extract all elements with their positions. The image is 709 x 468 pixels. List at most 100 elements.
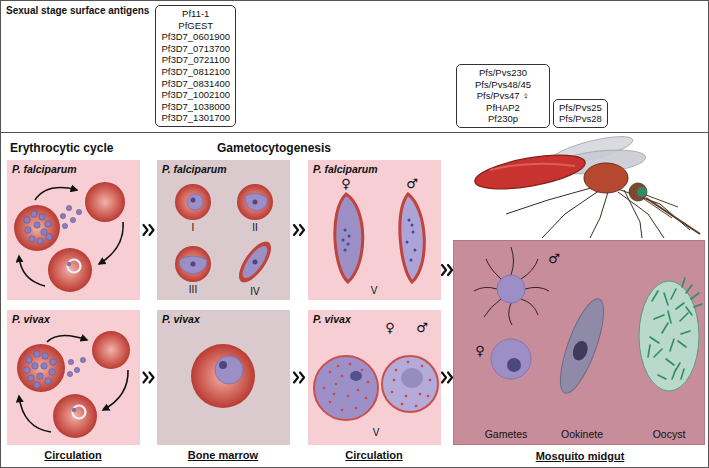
section-divider xyxy=(0,132,709,133)
falciparum-gametocyte-stages-art-part xyxy=(237,184,273,220)
falciparum-erythrocytic-art-part-part xyxy=(41,229,47,235)
mosquito-midgut-art-part-part xyxy=(484,299,501,317)
stage-label: Gametes xyxy=(485,428,528,441)
vivax-stage-v-gametocytes-art-part-part xyxy=(429,379,432,382)
falciparum-erythrocytic-art-part-part xyxy=(29,236,35,242)
vivax-stage-v-gametocytes-art-part-part xyxy=(341,375,344,378)
section-label: Circulation xyxy=(44,449,101,461)
vivax-stage-v-gametocytes-art-part-part xyxy=(329,371,332,374)
falciparum-erythrocytic-art-part-part xyxy=(19,256,45,286)
vivax-erythrocytic-art-part-part xyxy=(28,375,34,381)
antigen-name: Pf11-1 xyxy=(161,8,230,20)
species-label: P. vivax xyxy=(313,313,351,325)
mosquito-drawing-part-part xyxy=(506,186,598,214)
vivax-erythrocytic-art-part-part xyxy=(19,396,51,432)
falciparum-stage-v-gametocytes-art-part-part xyxy=(342,239,345,242)
antigen-name: Pf3D7_1002100 xyxy=(161,89,230,101)
mosquito-drawing-part xyxy=(644,199,672,218)
sex-symbol: ♂ xyxy=(406,176,418,191)
double-chevron-arrow xyxy=(294,373,304,383)
falciparum-erythrocytic-art-part-part xyxy=(66,205,71,210)
vivax-stage-v-gametocytes-art-part-part xyxy=(395,369,398,372)
vivax-erythrocytic-art-part-part xyxy=(34,382,40,388)
stage-number: I xyxy=(192,222,195,234)
vivax-stage-v-gametocytes-art-part xyxy=(382,356,438,412)
stage-panel: P. falciparum♀♂V xyxy=(308,160,441,300)
falciparum-erythrocytic-art-part-part xyxy=(35,188,77,200)
mosquito-midgut-art xyxy=(454,241,706,446)
sex-symbol: ♀ xyxy=(341,176,351,191)
stage-number: II xyxy=(252,222,258,234)
mosquito-drawing-part xyxy=(490,164,575,170)
vivax-erythrocytic-art-part-part xyxy=(32,363,38,369)
stage-panel: P. vivax♀♂V xyxy=(308,310,441,445)
falciparum-erythrocytic-art-part-part xyxy=(24,217,30,223)
falciparum-erythrocytic-art-part xyxy=(68,260,81,273)
antigen-name: Pf230p xyxy=(462,113,544,125)
vivax-stage-v-gametocytes-art-part-part xyxy=(405,395,408,398)
vivax-stage-v-gametocytes-art-part-part xyxy=(421,365,424,368)
vivax-erythrocytic-art-part xyxy=(53,394,97,438)
vivax-erythrocytic-art-part-part xyxy=(74,367,79,372)
vivax-erythrocytic-art-part-part xyxy=(41,363,47,369)
bone-marrow-art-part xyxy=(191,344,255,408)
vivax-stage-v-gametocytes-art-part-part xyxy=(393,379,396,382)
vivax-erythrocytic-art-part xyxy=(92,331,130,369)
species-label: P. falciparum xyxy=(162,163,227,175)
vivax-stage-v-gametocytes-art-part-part xyxy=(337,365,340,368)
bone-marrow-art-part xyxy=(219,361,227,369)
antigen-name: Pf3D7_0831400 xyxy=(161,78,230,90)
antigen-list-box: Pf11-1PfGESTPf3D7_0601900Pf3D7_0713700Pf… xyxy=(155,5,236,127)
falciparum-erythrocytic-art-part-part xyxy=(62,223,67,228)
mosquito-midgut-art-part xyxy=(497,275,525,303)
double-chevron-arrow xyxy=(294,225,304,235)
double-chevron-arrow xyxy=(144,373,154,383)
vivax-stage-v-gametocytes-art-part-part xyxy=(365,397,368,400)
vivax-erythrocytic-art-part xyxy=(19,335,128,432)
bone-marrow-art xyxy=(157,310,290,445)
antigen-name: Pfs/Pvs230 xyxy=(462,67,544,79)
mosquito-drawing-part xyxy=(629,183,647,201)
falciparum-erythrocytic-art-part xyxy=(19,188,123,286)
species-label: P. falciparum xyxy=(12,163,77,175)
mosquito-midgut-art-part-part xyxy=(511,247,514,275)
mosquito-midgut-art-part-part xyxy=(525,287,549,291)
mosquito-drawing-part xyxy=(506,186,690,238)
vivax-stage-v-gametocytes-art-part-part xyxy=(367,381,370,384)
vivax-erythrocytic-art-part-part xyxy=(103,370,128,410)
antigen-name: Pf3D7_0812100 xyxy=(161,66,230,78)
stage-panel: P. vivax xyxy=(7,310,140,445)
stage-number: IV xyxy=(250,286,259,298)
vivax-stage-v-gametocytes-art-part-part xyxy=(329,401,332,404)
falciparum-erythrocytic-art-part-part xyxy=(25,227,31,233)
mosquito-midgut-art-part xyxy=(507,358,521,372)
falciparum-erythrocytic-art-part xyxy=(14,205,60,251)
falciparum-stage-v-gametocytes-art-part xyxy=(406,219,417,262)
antigen-name: PfGEST xyxy=(161,20,230,32)
double-chevron-arrow xyxy=(442,373,452,383)
falciparum-stage-v-gametocytes-art-part-part xyxy=(408,219,411,222)
stage-label: Mosquito midgut xyxy=(536,450,625,462)
sex-symbol: ♂ xyxy=(548,251,560,266)
falciparum-erythrocytic-art-part-part xyxy=(70,217,75,222)
antigen-name: Pf3D7_0601900 xyxy=(161,31,230,43)
antigen-name: Pfs/Pvs28 xyxy=(559,113,602,125)
vivax-erythrocytic-art-part-part xyxy=(50,359,56,365)
falciparum-erythrocytic-art-part-part xyxy=(45,221,51,227)
vivax-stage-v-gametocytes-art-part-part xyxy=(347,395,350,398)
vivax-erythrocytic-art-part xyxy=(72,408,76,412)
vivax-stage-v-gametocytes-art-part xyxy=(323,363,370,412)
mosquito-midgut-art-part xyxy=(552,294,613,398)
vivax-erythrocytic-art-part-part xyxy=(67,371,72,376)
vivax-erythrocytic-art-part-part xyxy=(80,357,85,362)
species-label: P. vivax xyxy=(12,313,50,325)
vivax-stage-v-gametocytes-art-part-part xyxy=(355,407,358,410)
mosquito-drawing-part xyxy=(646,198,700,234)
mosquito-midgut-art-part-part xyxy=(552,294,613,398)
falciparum-erythrocytic-art-part-part xyxy=(76,209,81,214)
sex-symbol: ♂ xyxy=(416,320,428,335)
stage-number: V xyxy=(371,285,378,297)
mosquito-midgut-art-part-part xyxy=(509,303,512,325)
